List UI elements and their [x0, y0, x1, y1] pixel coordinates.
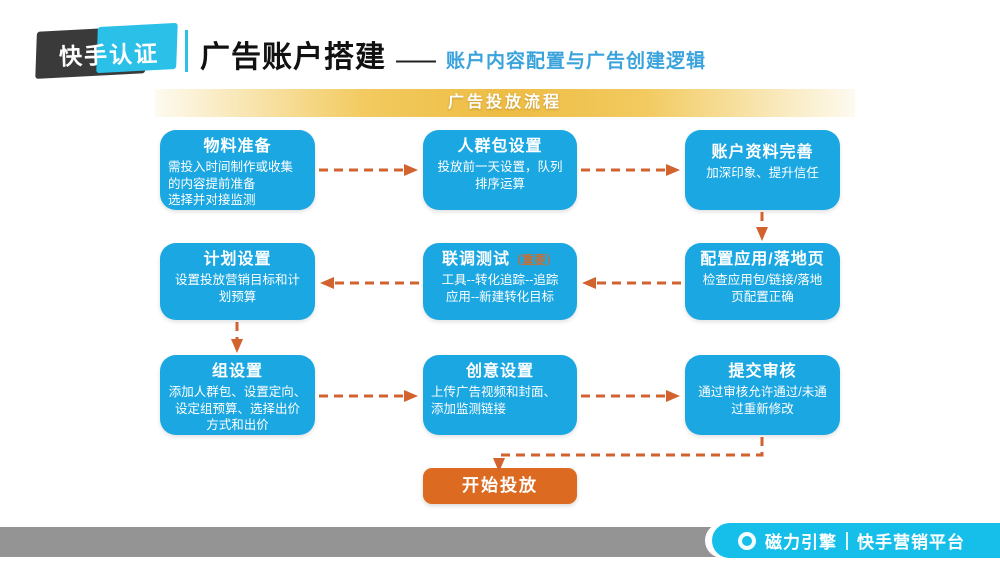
flow-box-group-setup: 组设置 添加人群包、设置定向、 设定组预算、选择出价 方式和出价: [160, 355, 315, 435]
flow-box-title: 人群包设置: [457, 138, 543, 155]
process-banner: 广告投放流程: [155, 89, 855, 117]
header-divider: [185, 30, 188, 72]
flow-box-title: 联调测试（重要）: [441, 251, 559, 268]
flow-box-title: 提交审核: [728, 363, 797, 380]
flow-box-configure-app-landing: 配置应用/落地页 检查应用包/链接/落地 页配置正确: [685, 243, 840, 320]
footer-brand-strip: 磁力引擎 快手营销平台: [712, 523, 1000, 558]
process-banner-label: 广告投放流程: [447, 94, 562, 111]
flow-box-body: 需投入时间制作或收集 的内容提前准备 选择并对接监测: [168, 160, 294, 207]
flow-box-body: 检查应用包/链接/落地 页配置正确: [702, 273, 823, 304]
flow-box-creative-setup: 创意设置 上传广告视频和封面、 添加监测链接: [423, 355, 577, 435]
arrow-review-to-start: [493, 437, 764, 472]
flow-box-submit-review: 提交审核 通过审核允许通过/未通 过重新修改: [685, 355, 840, 435]
title-separator: ——: [396, 50, 436, 72]
flow-box-audience-package: 人群包设置 投放前一天设置，队列 排序运算: [423, 130, 577, 210]
flow-box-body: 设置投放营销目标和计 划预算: [174, 273, 300, 304]
flow-box-body: 上传广告视频和封面、 添加监测链接: [431, 385, 557, 416]
footer-platform-name: 快手营销平台: [857, 533, 965, 552]
page-title: 广告账户搭建: [200, 41, 386, 74]
flow-box-title: 账户资料完善: [711, 144, 814, 161]
footer-brand-name: 磁力引擎: [765, 533, 837, 552]
flow-box-account-profile: 账户资料完善 加深印象、提升信任: [685, 130, 840, 210]
magnetic-engine-logo-icon: [738, 531, 756, 550]
flow-box-title: 组设置: [211, 363, 263, 380]
flow-box-materials: 物料准备 需投入时间制作或收集 的内容提前准备 选择并对接监测: [160, 130, 315, 210]
flow-box-body: 工具--转化追踪--追踪 应用--新建转化目标: [441, 273, 559, 304]
footer-brand-divider: [846, 531, 848, 550]
flow-box-title: 配置应用/落地页: [700, 251, 825, 268]
page-title-row: 广告账户搭建 —— 账户内容配置与广告创建逻辑: [200, 32, 706, 76]
flow-box-title: 创意设置: [465, 363, 534, 380]
flow-box-start-delivery: 开始投放: [423, 468, 577, 504]
flow-box-title-note: （重要）: [510, 253, 559, 267]
flow-box-title: 物料准备: [203, 138, 272, 155]
flow-box-body: 添加人群包、设置定向、 设定组预算、选择出价 方式和出价: [168, 385, 307, 432]
page-subtitle: 账户内容配置与广告创建逻辑: [446, 51, 707, 72]
flow-box-body: 通过审核允许通过/未通 过重新修改: [698, 385, 827, 416]
flow-box-plan-setup: 计划设置 设置投放营销目标和计 划预算: [160, 243, 315, 320]
flow-box-title: 计划设置: [203, 251, 272, 268]
flow-box-body: 投放前一天设置，队列 排序运算: [437, 160, 563, 191]
kuaishou-certified-badge: 快手认证: [58, 40, 160, 70]
flow-box-joint-testing: 联调测试（重要） 工具--转化追踪--追踪 应用--新建转化目标: [423, 243, 577, 320]
flow-box-body: 加深印象、提升信任: [706, 166, 819, 180]
